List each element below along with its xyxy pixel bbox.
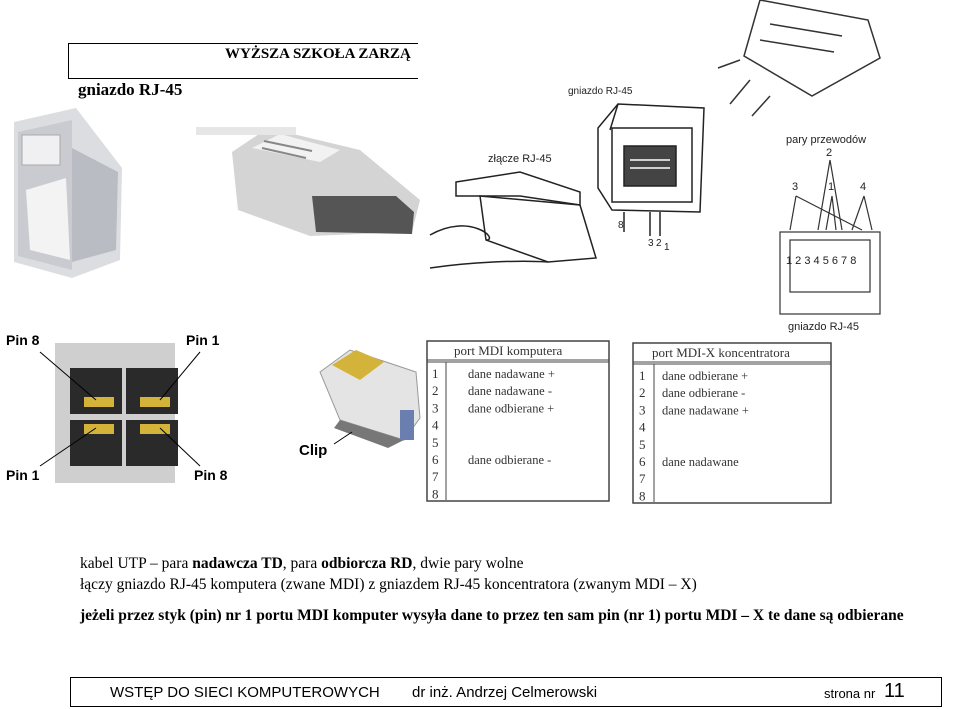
pairs-label: pary przewodów	[786, 134, 866, 146]
table-row-number: 6	[432, 452, 439, 467]
clip-label: Clip	[299, 442, 327, 459]
connector-drawing: złącze RJ-45	[429, 153, 597, 269]
table-row-signal: dane nadawane	[662, 455, 739, 469]
table-row-number: 1	[639, 368, 646, 383]
svg-text:3: 3	[792, 181, 798, 193]
table-row-number: 3	[432, 400, 439, 415]
pin1-bottom-label: Pin 1	[6, 467, 40, 483]
connector-label: złącze RJ-45	[488, 153, 552, 165]
table-row-signal: dane odbierane -	[468, 453, 551, 467]
table-row-number: 5	[432, 435, 439, 450]
table-row-number: 1	[432, 366, 439, 381]
mdix-table: port MDI-X koncentratora 1 dane odbierane…	[632, 342, 832, 504]
note-line-mdi: łączy gniazdo RJ-45 komputera (zwane MDI…	[80, 576, 697, 593]
mdi-table: port MDI komputera 1 dane nadawane + 2 dane…	[426, 340, 610, 502]
wire-pairs-diagram: pary przewodów 2 3 1 4 1 2 3 4 5 6 7 8 g…	[779, 134, 881, 333]
mdi-table-title: port MDI komputera	[454, 343, 563, 358]
table-row-number: 4	[639, 420, 646, 435]
table-row-number: 4	[432, 418, 439, 433]
table-row-signal: dane nadawane -	[468, 384, 552, 398]
table-row-number: 2	[432, 383, 439, 398]
table-row-number: 3	[639, 402, 646, 417]
mdix-table-title: port MDI-X koncentratora	[652, 345, 790, 360]
table-row-signal: dane odbierane -	[662, 386, 745, 400]
svg-text:2: 2	[826, 147, 832, 159]
table-row-number: 7	[432, 469, 439, 484]
plug-clip-image: Clip	[299, 349, 421, 459]
socket-label-bottom: gniazdo RJ-45	[788, 321, 859, 333]
svg-text:4: 4	[860, 181, 866, 193]
table-row-number: 6	[639, 454, 646, 469]
socket-label-top: gniazdo RJ-45	[568, 86, 633, 97]
table-row-signal: dane odbierane +	[468, 401, 554, 415]
patch-panel-image: Pin 8 Pin 1 Pin 1 Pin 8	[6, 332, 228, 483]
pin1-top-label: Pin 1	[186, 332, 220, 348]
table-row-number: 8	[639, 488, 646, 503]
footer-page-label: strona nr	[824, 686, 876, 701]
institution-header: WYŻSZA SZKOŁA ZARZĄ	[225, 46, 411, 62]
pin8-bottom-label: Pin 8	[194, 467, 228, 483]
svg-text:1: 1	[664, 242, 670, 253]
wall-socket-image	[14, 108, 122, 278]
table-row-number: 8	[432, 486, 439, 501]
footer-course: WSTĘP DO SIECI KOMPUTEROWYCH	[110, 684, 380, 701]
rj45-figures: złącze RJ-45 gniazdo RJ-45 8 3 2 1 pary …	[6, 0, 881, 483]
table-row-number: 7	[639, 471, 646, 486]
footer-frame	[70, 677, 942, 707]
note-line-utp: kabel UTP – para nadawcza TD, para odbio…	[80, 555, 524, 572]
table-row-number: 5	[639, 437, 646, 452]
footer-page-number: 11	[884, 680, 905, 702]
footer-author: dr inż. Andrzej Celmerowski	[412, 684, 598, 701]
rj45-plug-image	[196, 127, 420, 236]
table-row-signal: dane nadawane +	[468, 367, 555, 381]
svg-text:1: 1	[828, 181, 834, 193]
plug-sketch-top	[717, 0, 881, 117]
slide-title: gniazdo RJ-45	[78, 80, 183, 99]
pin8-top-label: Pin 8	[6, 332, 40, 348]
svg-text:2: 2	[656, 238, 662, 249]
note-line-pin: jeżeli przez styk (pin) nr 1 portu MDI k…	[80, 607, 904, 624]
svg-text:3: 3	[648, 238, 654, 249]
svg-text:8: 8	[618, 220, 624, 231]
table-row-number: 2	[639, 385, 646, 400]
socket-3d-drawing: gniazdo RJ-45 8 3 2 1	[568, 86, 705, 253]
table-row-signal: dane odbierane +	[662, 369, 748, 383]
table-row-signal: dane nadawane +	[662, 403, 749, 417]
pin-numbers-row: 1 2 3 4 5 6 7 8	[786, 255, 856, 267]
